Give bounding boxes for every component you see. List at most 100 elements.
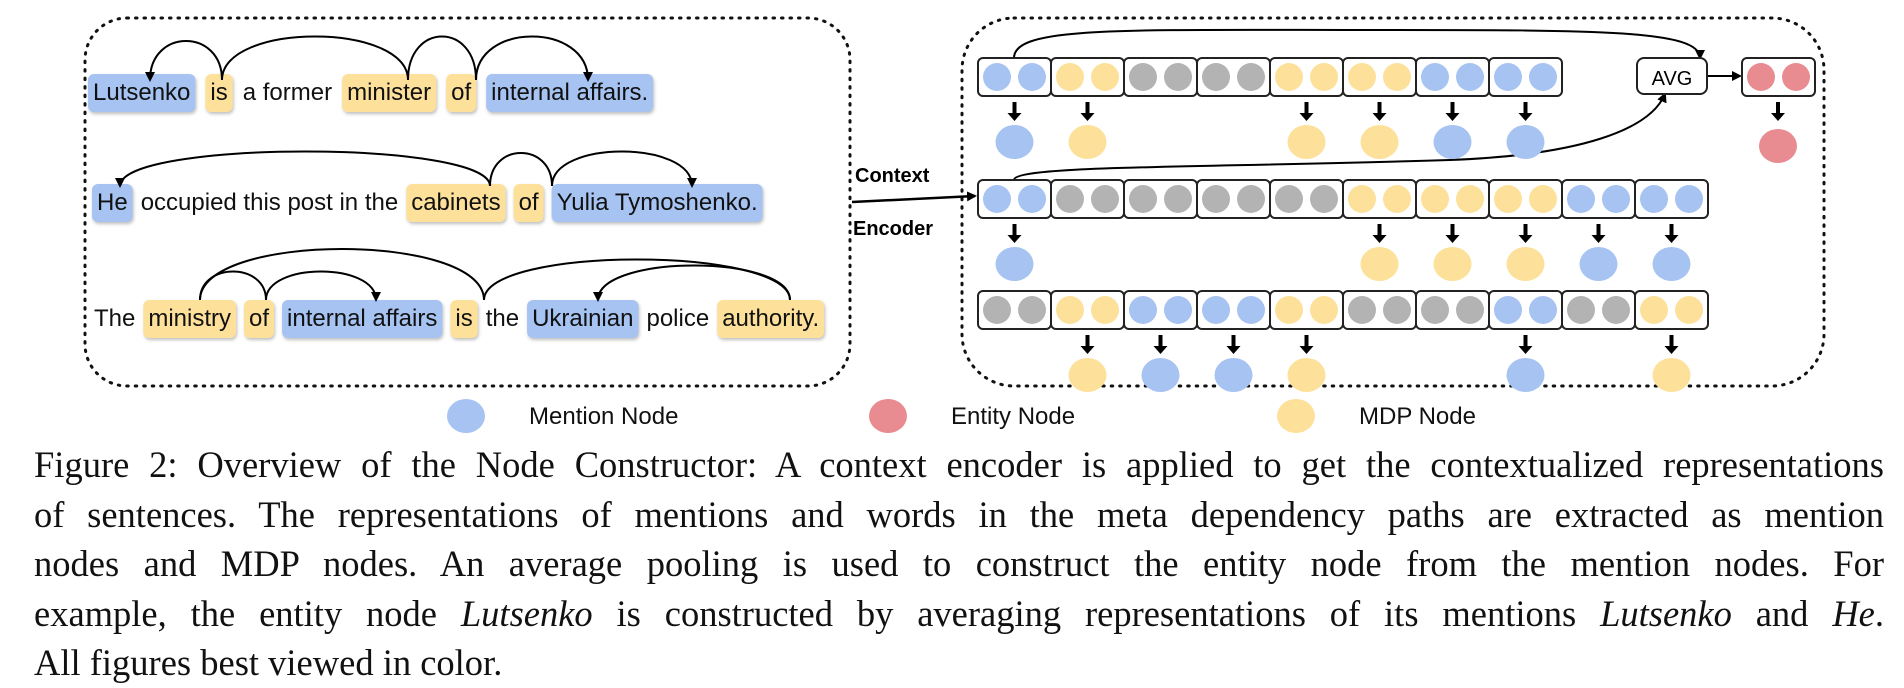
token-embedding-cell <box>1196 57 1271 97</box>
embedding-dot <box>1602 185 1630 213</box>
mention-node <box>1141 358 1180 392</box>
mdp-node <box>1506 247 1545 281</box>
legend-swatch <box>1277 399 1315 433</box>
mdp-token: minister <box>347 79 431 106</box>
token-embedding-cell <box>1415 57 1490 97</box>
embedding-dot <box>1018 63 1046 91</box>
token-highlight <box>92 184 133 222</box>
embedding-dot <box>1275 296 1303 324</box>
extract-arrowhead <box>1226 346 1241 354</box>
embedding-dot <box>1348 63 1376 91</box>
arc <box>407 35 477 81</box>
embedding-dot <box>1348 185 1376 213</box>
token-embedding-cell <box>1123 290 1198 330</box>
embedding-dot <box>1456 185 1484 213</box>
embedding-dot <box>1202 185 1230 213</box>
embedding-dot <box>1164 185 1192 213</box>
token-highlight <box>446 74 477 112</box>
mention-token: internal affairs. <box>491 79 648 106</box>
avg-box <box>1636 57 1708 95</box>
arc <box>145 40 223 82</box>
mention-node <box>995 247 1034 281</box>
embedding-dot <box>1018 296 1046 324</box>
mention-node <box>1506 358 1545 392</box>
extract-arrowhead <box>1445 235 1460 243</box>
embedding-dot <box>983 185 1011 213</box>
caption-line-3: nodes and MDP nodes. An average pooling … <box>34 543 1884 584</box>
mention-node <box>1506 125 1545 159</box>
mention-token: Lutsenko <box>93 79 190 106</box>
embedding-dot <box>1640 185 1668 213</box>
embedding-dot <box>1164 63 1192 91</box>
token-highlight <box>406 184 506 222</box>
embedding-dot <box>1237 63 1265 91</box>
embedding-dot <box>1348 296 1376 324</box>
legend-swatch <box>447 399 485 433</box>
pool-line-bottom <box>1013 92 1667 181</box>
arc <box>489 152 553 187</box>
extract-arrowhead <box>1445 113 1460 121</box>
embedding-dot <box>1091 63 1119 91</box>
mdp-node <box>1652 358 1691 392</box>
embedding-dot <box>1091 185 1119 213</box>
encoder-label-context: Context <box>855 165 930 187</box>
token-highlight <box>717 300 825 338</box>
mdp-token: is <box>455 305 472 332</box>
figure-caption: Figure 2: Overview of the Node Construct… <box>34 440 1884 688</box>
mention-node <box>1579 247 1618 281</box>
extract-arrowhead <box>1299 346 1314 354</box>
token-embedding-cell <box>1342 57 1417 97</box>
caption-italic-he: He <box>1832 592 1875 634</box>
legend-label: Mention Node <box>529 403 678 430</box>
sentence-word: occupied this post in the <box>141 189 399 216</box>
token-highlight <box>486 74 654 112</box>
embedding-dot <box>1456 63 1484 91</box>
embedding-dot <box>1421 185 1449 213</box>
sentence-word: the <box>486 305 519 332</box>
token-embedding-cell <box>1342 290 1417 330</box>
embedding-dot <box>1567 185 1595 213</box>
mention-token: Yulia Tymoshenko. <box>557 189 758 216</box>
token-embedding-cell <box>977 290 1052 330</box>
encoder-rows <box>977 57 1709 392</box>
embedding-dot <box>1675 185 1703 213</box>
embedding-dot <box>1421 63 1449 91</box>
token-embedding-cell <box>1634 290 1709 330</box>
token-embedding-cell <box>1196 290 1271 330</box>
embedding-dot <box>1310 296 1338 324</box>
token-embedding-cell <box>1050 179 1125 219</box>
extract-arrowhead <box>1153 346 1168 354</box>
embedding-dot <box>1602 296 1630 324</box>
sentence-word: police <box>646 305 709 332</box>
token-embedding-cell <box>1342 179 1417 219</box>
mdp-token: ministry <box>148 305 231 332</box>
entity-node <box>1759 129 1797 163</box>
embedding-dot <box>1237 296 1265 324</box>
pool-line-top <box>1013 28 1705 60</box>
embedding-dot <box>1383 296 1411 324</box>
token-highlight <box>450 300 478 338</box>
pooling-lines <box>1013 28 1742 181</box>
embedding-dot <box>1018 185 1046 213</box>
mdp-node <box>1433 247 1472 281</box>
token-highlight <box>282 300 443 338</box>
embedding-dot <box>1675 296 1703 324</box>
embedding-dot <box>1529 63 1557 91</box>
caption-italic-lutsenko: Lutsenko <box>1600 592 1732 634</box>
legend-label: MDP Node <box>1359 403 1476 430</box>
mdp-node <box>1287 358 1326 392</box>
token-embedding-cell <box>1415 290 1490 330</box>
token-highlight <box>143 300 237 338</box>
token-embedding-cell <box>1561 179 1636 219</box>
extract-arrowhead <box>1518 235 1533 243</box>
mdp-node <box>1360 125 1399 159</box>
embedding-dot <box>1237 185 1265 213</box>
arc <box>475 35 593 82</box>
token-embedding-cell <box>1123 57 1198 97</box>
extract-arrowhead <box>1007 113 1022 121</box>
mention-token: Ukrainian <box>532 305 633 332</box>
token-embedding-cell <box>1488 290 1563 330</box>
token-highlight <box>88 74 196 112</box>
